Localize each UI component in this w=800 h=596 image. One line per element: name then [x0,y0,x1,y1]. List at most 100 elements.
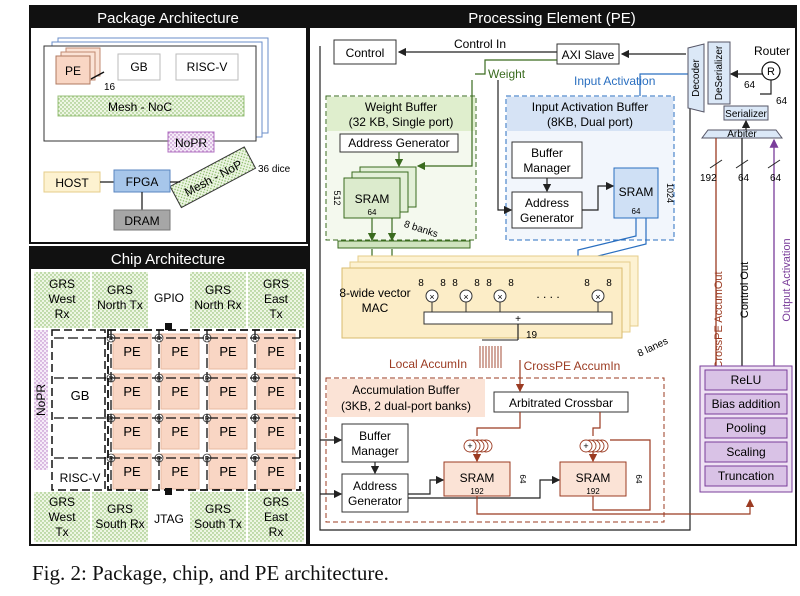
svg-text:Rx: Rx [55,307,70,321]
svg-text:Mesh - NoC: Mesh - NoC [108,100,172,114]
svg-text:West: West [48,510,76,524]
svg-text:64: 64 [744,80,756,91]
svg-text:×: × [429,292,434,302]
svg-text:(8KB, Dual port): (8KB, Dual port) [547,115,633,129]
package-dice-count: 36 dice [258,164,291,175]
chip-pe-tile [256,333,296,370]
svg-text:GRS: GRS [107,283,133,297]
pe-ppu-stage [704,417,788,439]
svg-text:+: + [583,441,588,451]
svg-text:North Rx: North Rx [194,298,241,312]
chip-pe-label: PE [267,424,285,439]
svg-text:East: East [264,292,289,306]
pe-mac-ellipsis: . . . . [536,287,559,301]
svg-text:SRAM: SRAM [355,192,390,206]
svg-text:HOST: HOST [55,176,89,190]
pe-crosspe-accumin-label: CrossPE AccumIn [524,359,621,373]
chip-pe-label: PE [219,424,237,439]
grs-west-tx [34,492,90,542]
svg-text:Tx: Tx [269,307,282,321]
grs-north-rx [190,272,246,328]
svg-text:Buffer: Buffer [359,429,391,443]
chip-pe-label: PE [219,464,237,479]
grs-east-rx [248,492,304,542]
chip-pe-label: PE [171,344,189,359]
svg-text:1024: 1024 [665,183,675,203]
chip-pe-label: PE [219,384,237,399]
package-panel: Package Architecture PE 16 GB RISC-V Mes… [29,5,308,244]
svg-text:8: 8 [418,278,424,289]
pe-crosspe-accumout-label: CrossPE AccumOut [713,271,725,368]
chip-pe-tile [112,373,152,410]
figure-caption: Fig. 2: Package, chip, and PE architectu… [32,561,389,585]
svg-text:Buffer: Buffer [531,146,563,160]
pe-accum-sram-2 [559,461,627,497]
grs-east-tx [248,272,304,328]
chip-pe-tile [112,453,152,490]
chip-pe-tile [208,373,248,410]
svg-text:Weight Buffer: Weight Buffer [365,100,437,114]
svg-text:Manager: Manager [523,161,570,175]
svg-text:GRS: GRS [263,495,289,509]
svg-text:192: 192 [586,487,600,496]
svg-text:×: × [497,292,502,302]
chip-panel: Chip Architecture GRS West Rx GRS North … [29,246,308,546]
svg-text:Serializer: Serializer [725,109,767,120]
svg-text:Truncation: Truncation [718,469,774,483]
package-pe-label: PE [65,64,81,78]
chip-pe-tile [112,333,152,370]
grs-north-tx [92,272,148,328]
pe-control-in-label: Control In [454,37,506,51]
chip-pe-label: PE [171,464,189,479]
svg-text:8: 8 [606,278,612,289]
svg-text:Generator: Generator [520,211,574,225]
svg-text:DRAM: DRAM [124,214,159,228]
svg-text:8: 8 [508,278,514,289]
svg-text:MAC: MAC [362,301,389,315]
svg-text:512: 512 [332,190,342,205]
chip-pe-tile [208,413,248,450]
svg-text:DeSerializer: DeSerializer [714,45,725,100]
pe-weight-label: Weight [488,67,526,81]
pe-control-out-label: Control Out [739,262,751,318]
svg-text:+: + [467,441,472,451]
chip-pe-tile [256,453,296,490]
pe-ppu-stage [704,393,788,415]
pe-output-activation-label: Output Activation [781,238,793,321]
svg-text:Manager: Manager [351,444,398,458]
chip-jtag: JTAG [154,512,184,526]
chip-pe-label: PE [123,384,141,399]
svg-text:Pooling: Pooling [726,421,766,435]
svg-text:×: × [595,292,600,302]
svg-text:Scaling: Scaling [726,445,765,459]
chip-pe-tile [256,373,296,410]
chip-pe-label: PE [219,344,237,359]
svg-text:Input Activation Buffer: Input Activation Buffer [532,100,649,114]
chip-pe-tile [160,333,200,370]
svg-text:GRS: GRS [49,277,75,291]
pe-router-label: Router [754,44,790,58]
package-riscv-block [175,53,239,81]
svg-text:South Tx: South Tx [194,517,242,531]
pe-input-buffer-manager [511,141,583,179]
chip-nopr [34,330,48,470]
chip-pe-label: PE [267,464,285,479]
package-pe-block [55,55,91,85]
chip-title: Chip Architecture [111,251,225,268]
chip-pe-tile [208,333,248,370]
chip-pe-label: PE [267,344,285,359]
pe-weight-sram [343,177,401,219]
svg-text:64: 64 [634,475,643,484]
pe-axi-slave [556,43,620,65]
svg-text:8: 8 [452,278,458,289]
chip-pe-label: PE [171,424,189,439]
svg-text:West: West [48,292,76,306]
svg-text:SRAM: SRAM [576,471,611,485]
pe-input-address-generator [511,191,583,229]
svg-text:ReLU: ReLU [731,373,762,387]
svg-text:64: 64 [368,208,377,217]
chip-pe-label: PE [123,464,141,479]
svg-text:Bias addition: Bias addition [712,397,781,411]
svg-text:Arbitrated Crossbar: Arbitrated Crossbar [509,396,613,410]
